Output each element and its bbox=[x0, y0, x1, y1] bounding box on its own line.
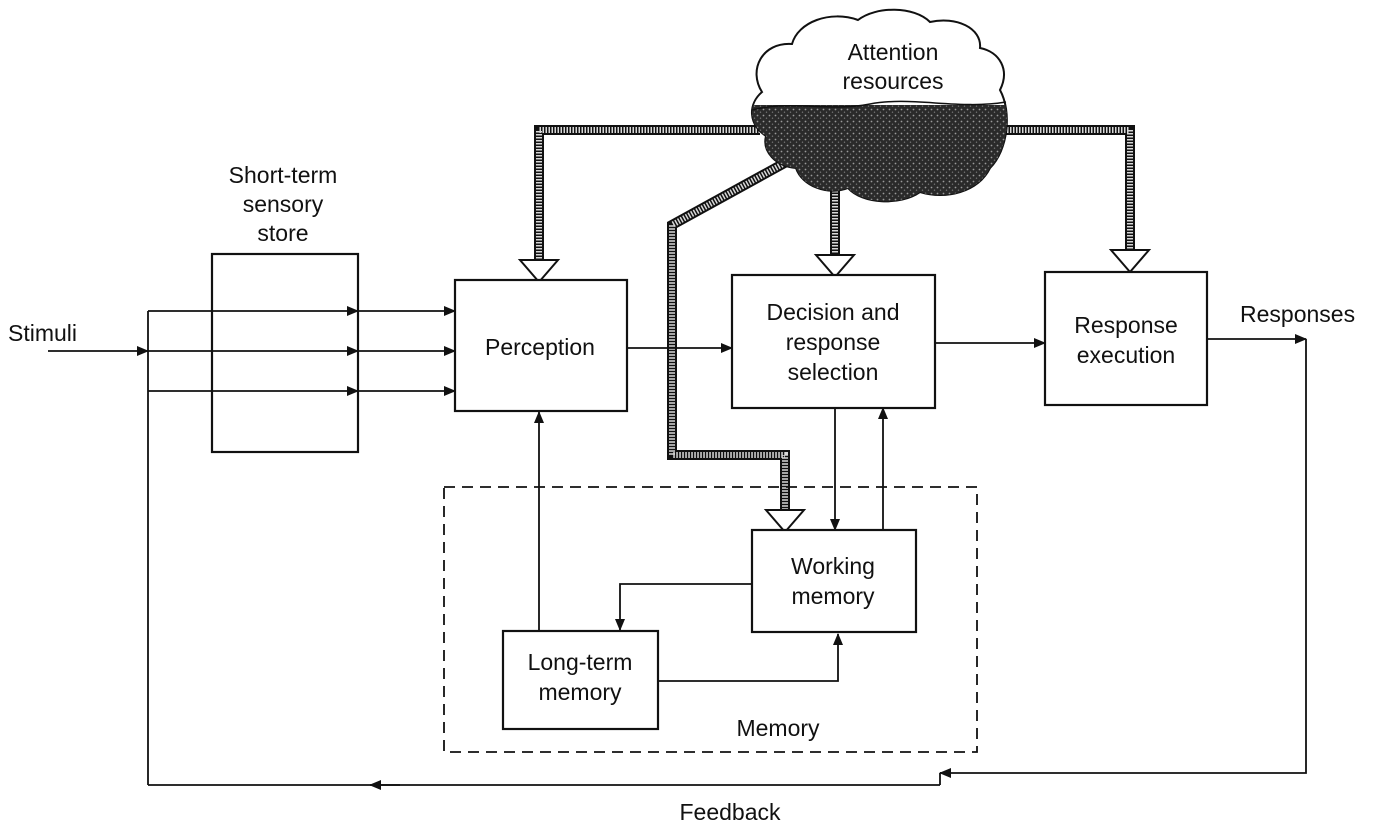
sensory-store-label-line1: Short-term bbox=[229, 162, 338, 188]
long-term-memory-box bbox=[501, 629, 660, 731]
attention-cloud: Attention resources bbox=[751, 8, 1008, 203]
attention-band-response bbox=[995, 125, 1135, 258]
decision-block: Decision and response selection bbox=[730, 273, 937, 410]
perception-box bbox=[453, 278, 629, 413]
working-memory-block: Working memory bbox=[750, 528, 918, 634]
working-memory-label-line1: Working bbox=[791, 553, 875, 579]
response-execution-block: Response execution bbox=[1043, 270, 1209, 407]
memory-label: Memory bbox=[736, 715, 820, 741]
long-term-memory-block: Long-term memory bbox=[501, 629, 660, 731]
perception-label: Perception bbox=[485, 334, 595, 360]
long-term-memory-label-line1: Long-term bbox=[528, 649, 633, 675]
sensory-store: Short-term sensory store bbox=[210, 162, 360, 454]
memory-region bbox=[443, 486, 978, 753]
attention-label-line1: Attention bbox=[848, 39, 939, 65]
decision-label-line1: Decision and bbox=[767, 299, 900, 325]
sensory-store-box bbox=[210, 252, 360, 454]
decision-box bbox=[730, 273, 937, 410]
ltm-to-wm-arrow bbox=[658, 633, 843, 682]
response-execution-label-line2: execution bbox=[1077, 342, 1175, 368]
sensory-store-label-line2: sensory bbox=[243, 191, 324, 217]
perception-block: Perception bbox=[453, 278, 629, 413]
attention-arrowhead-working-memory bbox=[763, 509, 807, 534]
stimuli-label: Stimuli bbox=[8, 320, 77, 346]
working-memory-label-line2: memory bbox=[791, 583, 875, 609]
attention-arrowhead-decision bbox=[813, 254, 857, 279]
decision-label-line2: response bbox=[786, 329, 881, 355]
response-execution-label-line1: Response bbox=[1074, 312, 1178, 338]
attention-cloud-shaded bbox=[752, 105, 1007, 202]
feedback-path bbox=[940, 339, 1307, 774]
response-execution-box bbox=[1043, 270, 1209, 407]
attention-arrowhead-response bbox=[1108, 249, 1152, 274]
feedback-label: Feedback bbox=[679, 799, 781, 825]
attention-arrowhead-perception bbox=[517, 259, 561, 284]
working-memory-box bbox=[750, 528, 918, 634]
connections bbox=[48, 306, 1307, 790]
sensory-store-label-line3: store bbox=[257, 220, 308, 246]
attention-arrowheads bbox=[517, 249, 1152, 534]
attention-bands bbox=[534, 125, 1135, 512]
decision-label-line3: selection bbox=[788, 359, 879, 385]
long-term-memory-label-line2: memory bbox=[538, 679, 622, 705]
responses-label: Responses bbox=[1240, 301, 1355, 327]
attention-band-working-memory bbox=[667, 155, 793, 512]
wm-to-ltm-arrow bbox=[615, 583, 752, 631]
attention-label-line2: resources bbox=[843, 68, 944, 94]
